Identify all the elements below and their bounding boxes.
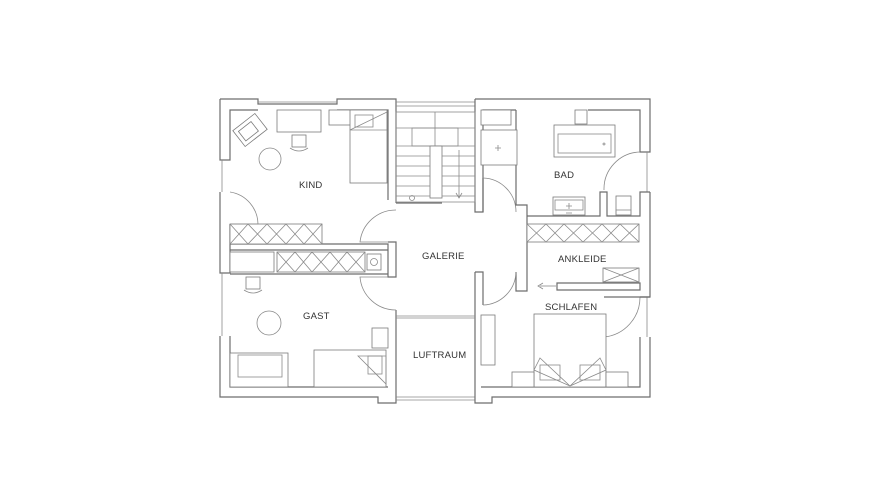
gast-furniture <box>229 276 389 388</box>
staircase <box>395 111 476 319</box>
room-label-schlafen: SCHLAFEN <box>545 302 597 313</box>
room-label-kind: KIND <box>299 180 323 191</box>
room-label-gast: GAST <box>303 311 330 322</box>
room-labels: KIND GALERIE BAD ANKLEIDE SCHLAFEN GAST … <box>299 170 607 361</box>
kind-furniture <box>232 109 388 184</box>
room-label-bad: BAD <box>554 170 574 181</box>
room-label-luftraum: LUFTRAUM <box>413 350 466 361</box>
room-label-ankleide: ANKLEIDE <box>558 254 607 265</box>
bad-furniture <box>480 109 632 216</box>
inner-walls-left <box>229 191 397 311</box>
inner-walls-right <box>475 110 650 338</box>
schlafen-furniture <box>480 313 629 388</box>
room-label-galerie: GALERIE <box>422 251 465 262</box>
ankleide-furniture <box>526 223 640 283</box>
